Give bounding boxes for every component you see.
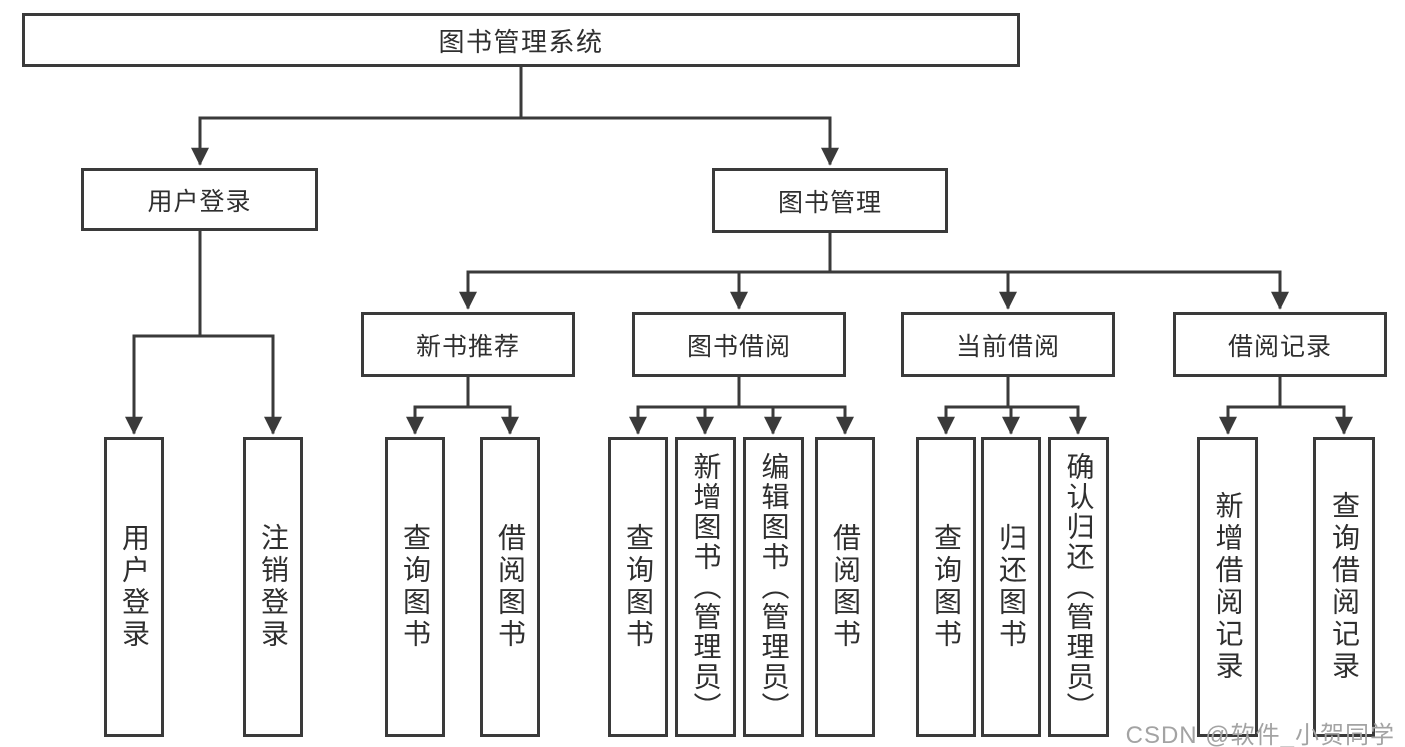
- leaf-recommend-search-book-label: 查询图书: [400, 523, 431, 651]
- leaf-borrow-borrow-book-label: 借阅图书: [830, 523, 861, 651]
- leaf-current-search-book: 查询图书: [916, 437, 976, 737]
- leaf-records-add-record: 新增借阅记录: [1197, 437, 1258, 737]
- leaf-current-return-book: 归还图书: [981, 437, 1041, 737]
- node-root: 图书管理系统: [22, 13, 1020, 67]
- leaf-records-add-record-label: 新增借阅记录: [1212, 491, 1244, 683]
- node-user-login-label: 用户登录: [147, 187, 252, 216]
- node-current-borrow: 当前借阅: [901, 312, 1115, 377]
- node-new-book-recommend: 新书推荐: [361, 312, 575, 377]
- leaf-current-confirm-return-admin: 确认归还（管理员）: [1048, 437, 1109, 737]
- leaf-logout-label: 注销登录: [258, 523, 289, 651]
- leaf-records-search-record-label: 查询借阅记录: [1329, 491, 1360, 683]
- leaf-records-search-record: 查询借阅记录: [1313, 437, 1375, 737]
- leaf-borrow-add-book-admin: 新增图书（管理员）: [675, 437, 736, 737]
- node-book-management: 图书管理: [712, 168, 948, 233]
- csdn-watermark: CSDN @软件_小贺同学: [1125, 722, 1395, 747]
- leaf-borrow-search-book-label: 查询图书: [623, 523, 654, 651]
- leaf-borrow-search-book: 查询图书: [608, 437, 668, 737]
- leaf-current-return-book-label: 归还图书: [996, 523, 1027, 651]
- leaf-borrow-edit-book-admin-label: 编辑图书（管理员）: [758, 452, 790, 722]
- leaf-recommend-borrow-book-label: 借阅图书: [495, 523, 526, 651]
- node-root-label: 图书管理系统: [438, 26, 604, 57]
- leaf-borrow-borrow-book: 借阅图书: [815, 437, 875, 737]
- leaf-recommend-borrow-book: 借阅图书: [480, 437, 540, 737]
- leaf-borrow-add-book-admin-label: 新增图书（管理员）: [690, 452, 722, 722]
- leaf-borrow-edit-book-admin: 编辑图书（管理员）: [743, 437, 804, 737]
- leaf-current-confirm-return-admin-label: 确认归还（管理员）: [1063, 452, 1095, 722]
- node-book-borrow-label: 图书借阅: [686, 332, 791, 361]
- node-book-management-label: 图书管理: [777, 188, 882, 217]
- node-book-borrow: 图书借阅: [632, 312, 846, 377]
- node-user-login: 用户登录: [81, 168, 318, 231]
- leaf-logout: 注销登录: [243, 437, 303, 737]
- node-new-book-recommend-label: 新书推荐: [415, 332, 520, 361]
- leaf-current-search-book-label: 查询图书: [931, 523, 962, 651]
- leaf-recommend-search-book: 查询图书: [385, 437, 445, 737]
- leaf-user-login: 用户登录: [104, 437, 164, 737]
- leaf-user-login-label: 用户登录: [119, 523, 150, 651]
- node-borrow-records: 借阅记录: [1173, 312, 1387, 377]
- node-borrow-records-label: 借阅记录: [1227, 332, 1332, 361]
- node-current-borrow-label: 当前借阅: [955, 332, 1060, 361]
